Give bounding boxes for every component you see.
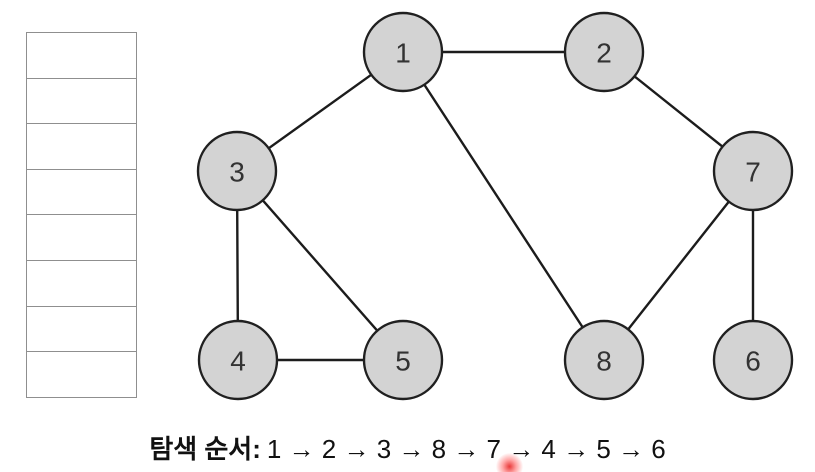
- visited-stack-table: [26, 32, 137, 398]
- graph-node-label-4: 4: [230, 346, 246, 377]
- graph-node-1: [362, 11, 444, 93]
- caption-label: 탐색 순서:: [149, 434, 261, 464]
- graph-node-label-3: 3: [229, 157, 245, 188]
- graph-node-label-2: 2: [596, 38, 612, 69]
- graph-node-label-7: 7: [745, 157, 761, 188]
- graph-node-label-6: 6: [745, 346, 761, 377]
- search-order-caption: 탐색 순서:1 → 2 → 3 → 8 → 7 → 4 → 5 → 6: [0, 429, 815, 466]
- table-cell: [27, 124, 136, 170]
- graph-edge-1-8: [401, 50, 606, 362]
- graph-node-6: [712, 319, 794, 401]
- graph-edge-3-5: [235, 169, 405, 362]
- table-cell: [27, 33, 136, 79]
- graph-node-5: [362, 319, 444, 401]
- table-cell: [27, 170, 136, 216]
- caption-sequence: 1 → 2 → 3 → 8 → 7 → 4 → 5 → 6: [266, 434, 666, 464]
- graph-node-label-8: 8: [596, 346, 612, 377]
- graph-node-label-1: 1: [395, 38, 411, 69]
- graph-node-3: [196, 130, 278, 212]
- table-cell: [27, 79, 136, 125]
- graph-node-8: [563, 319, 645, 401]
- graph-node-2: [563, 11, 645, 93]
- table-cell: [27, 307, 136, 353]
- table-cell: [27, 261, 136, 307]
- table-cell: [27, 215, 136, 261]
- graph-node-label-5: 5: [395, 346, 411, 377]
- graph-node-7: [712, 130, 794, 212]
- graph-node-4: [197, 319, 279, 401]
